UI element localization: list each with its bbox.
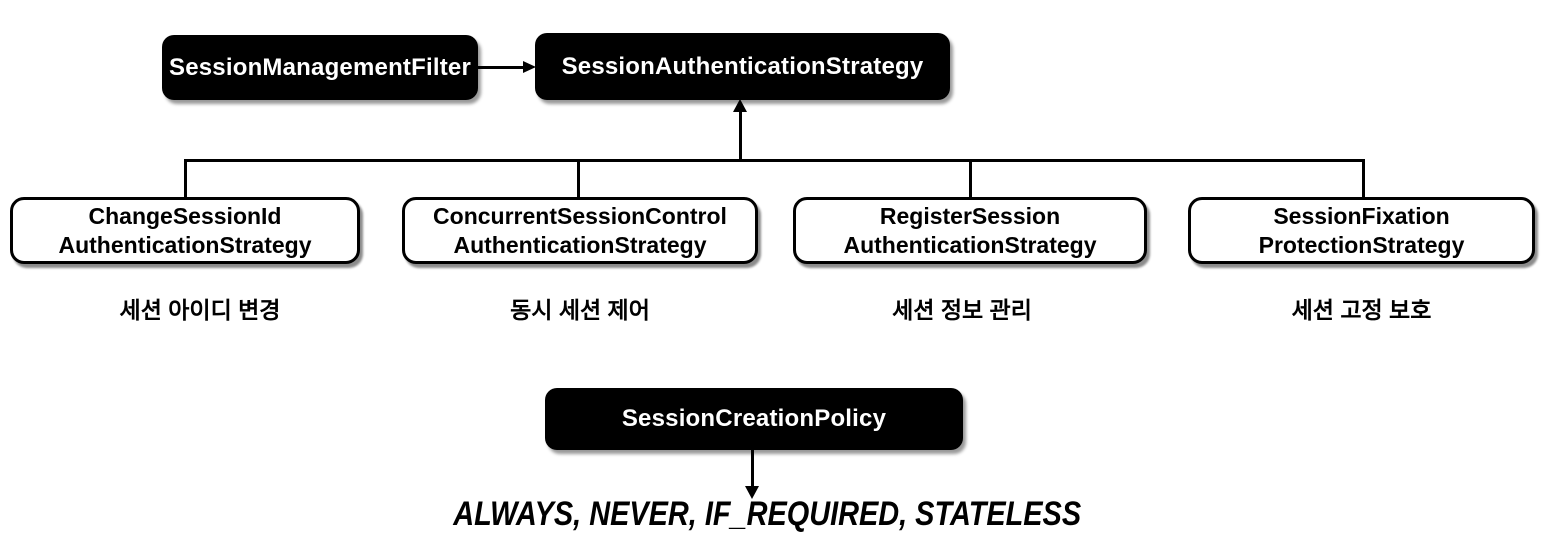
arrow-right-line xyxy=(478,66,526,69)
tree-drop-line-4 xyxy=(1362,159,1365,199)
session-authentication-strategy-box: SessionAuthenticationStrategy xyxy=(535,33,950,100)
policy-values-text: ALWAYS, NEVER, IF_REQUIRED, STATELESS xyxy=(453,495,1082,533)
tree-drop-line-2 xyxy=(577,159,580,199)
session-creation-policy-box: SessionCreationPolicy xyxy=(545,388,963,450)
caption-register-session: 세션 정보 관리 xyxy=(892,297,1032,323)
tree-horizontal-line xyxy=(184,159,1365,162)
caption-concurrent-session-control: 동시 세션 제어 xyxy=(510,297,650,323)
caption-change-session-id: 세션 아이디 변경 xyxy=(119,297,281,323)
session-management-filter-box: SessionManagementFilter xyxy=(162,35,478,100)
arrow-down-icon xyxy=(745,486,759,499)
session-fixation-strategy-box: SessionFixation ProtectionStrategy xyxy=(1188,197,1535,264)
arrow-up-icon xyxy=(733,99,747,112)
caption-session-fixation: 세션 고정 보호 xyxy=(1291,297,1432,323)
box-line2: ProtectionStrategy xyxy=(1258,231,1465,258)
box-line2: AuthenticationStrategy xyxy=(58,231,312,258)
change-session-id-strategy-box: ChangeSessionId AuthenticationStrategy xyxy=(10,197,360,264)
box-line1: ConcurrentSessionControl xyxy=(433,202,727,229)
tree-drop-line-1 xyxy=(184,159,187,199)
tree-drop-line-3 xyxy=(969,159,972,199)
arrow-right-icon xyxy=(523,61,536,73)
box-line1: RegisterSession xyxy=(879,202,1061,229)
register-session-strategy-box: RegisterSession AuthenticationStrategy xyxy=(793,197,1147,264)
concurrent-session-control-strategy-box: ConcurrentSessionControl AuthenticationS… xyxy=(402,197,758,264)
box-line2: AuthenticationStrategy xyxy=(453,231,707,258)
arrow-down-line xyxy=(751,450,754,487)
box-line1: ChangeSessionId xyxy=(88,202,282,229)
arrow-up-line xyxy=(739,107,742,161)
session-creation-policy-label: SessionCreationPolicy xyxy=(621,405,887,432)
box-line2: AuthenticationStrategy xyxy=(843,231,1097,258)
box-line1: SessionFixation xyxy=(1273,202,1450,229)
session-authentication-strategy-label: SessionAuthenticationStrategy xyxy=(561,52,924,80)
session-management-filter-label: SessionManagementFilter xyxy=(168,53,471,81)
